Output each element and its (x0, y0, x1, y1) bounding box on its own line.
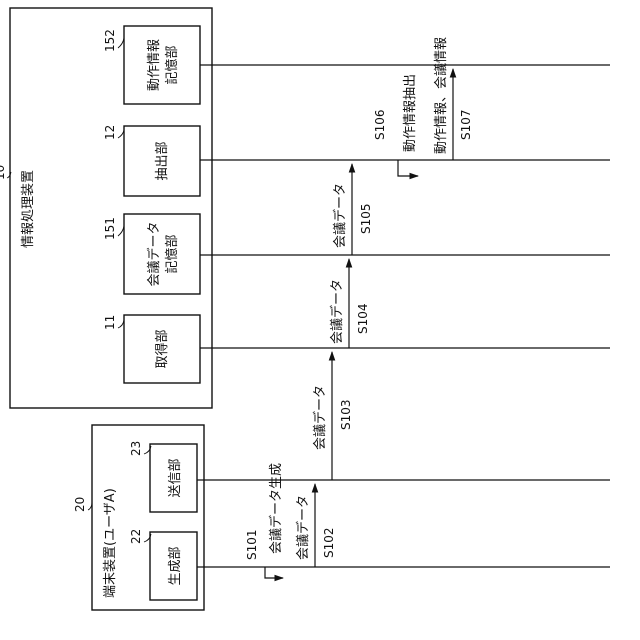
terminal-device-ref: 20 (73, 497, 87, 512)
motion-info-storage-line1: 動作情報 (147, 39, 162, 91)
s105-id: S105 (359, 203, 373, 234)
s101-self-loop (265, 567, 283, 578)
meeting-data-storage-line1: 会議データ (146, 221, 162, 286)
extraction-unit-label: 抽出部 (155, 141, 170, 180)
motion-info-storage-ref-leader (118, 38, 124, 48)
step-s104: 会議データ S104 (329, 259, 370, 348)
step-s105: 会議データ S105 (332, 164, 373, 255)
s102-id: S102 (322, 527, 336, 558)
s104-label: 会議データ (329, 279, 345, 344)
meeting-data-storage-ref-leader (118, 226, 124, 236)
s104-id: S104 (356, 303, 370, 334)
extraction-unit-ref: 12 (103, 125, 117, 140)
s103-id: S103 (339, 399, 353, 430)
meeting-data-storage-box (124, 214, 200, 294)
step-s103: 会議データ S103 (312, 352, 353, 480)
s105-label: 会議データ (332, 183, 348, 248)
s102-label: 会議データ (295, 495, 311, 560)
meeting-data-storage-ref: 151 (103, 217, 117, 240)
info-device-title: 情報処理装置 (21, 170, 36, 248)
acquisition-unit-ref-leader (118, 320, 124, 328)
s106-self-loop (398, 160, 418, 176)
generation-unit-ref: 22 (129, 529, 143, 544)
motion-info-storage-ref: 152 (103, 29, 117, 52)
meeting-data-storage-line2: 記憶部 (164, 234, 180, 273)
info-processing-device: 情報処理装置 10 取得部 11 会議データ 記憶部 151 抽出部 12 動作… (0, 8, 212, 408)
generation-unit-label: 生成部 (168, 546, 183, 585)
step-s102: 会議データ S102 (295, 484, 336, 567)
s107-id: S107 (459, 109, 473, 140)
s106-label: 動作情報抽出 (403, 74, 418, 152)
motion-info-storage-line2: 記憶部 (164, 45, 180, 84)
terminal-device-title: 端末装置(ユーザA) (103, 488, 118, 598)
step-s106: 動作情報抽出 S106 (373, 74, 418, 176)
step-s107: 動作情報、会議情報 S107 (434, 37, 473, 160)
s107-label: 動作情報、会議情報 (434, 37, 449, 154)
s106-id: S106 (373, 109, 387, 140)
acquisition-unit-label: 取得部 (154, 329, 170, 368)
s101-id: S101 (245, 529, 259, 560)
s103-label: 会議データ (312, 385, 328, 450)
s101-label: 会議データ生成 (268, 463, 284, 554)
info-device-ref: 10 (0, 165, 7, 180)
extraction-unit-ref-leader (118, 130, 124, 138)
transmission-unit-label: 送信部 (168, 458, 183, 497)
motion-info-storage-box (124, 26, 200, 104)
acquisition-unit-ref: 11 (103, 315, 117, 330)
transmission-unit-ref: 23 (129, 441, 143, 456)
terminal-device: 端末装置(ユーザA) 20 生成部 22 送信部 23 (73, 425, 204, 610)
